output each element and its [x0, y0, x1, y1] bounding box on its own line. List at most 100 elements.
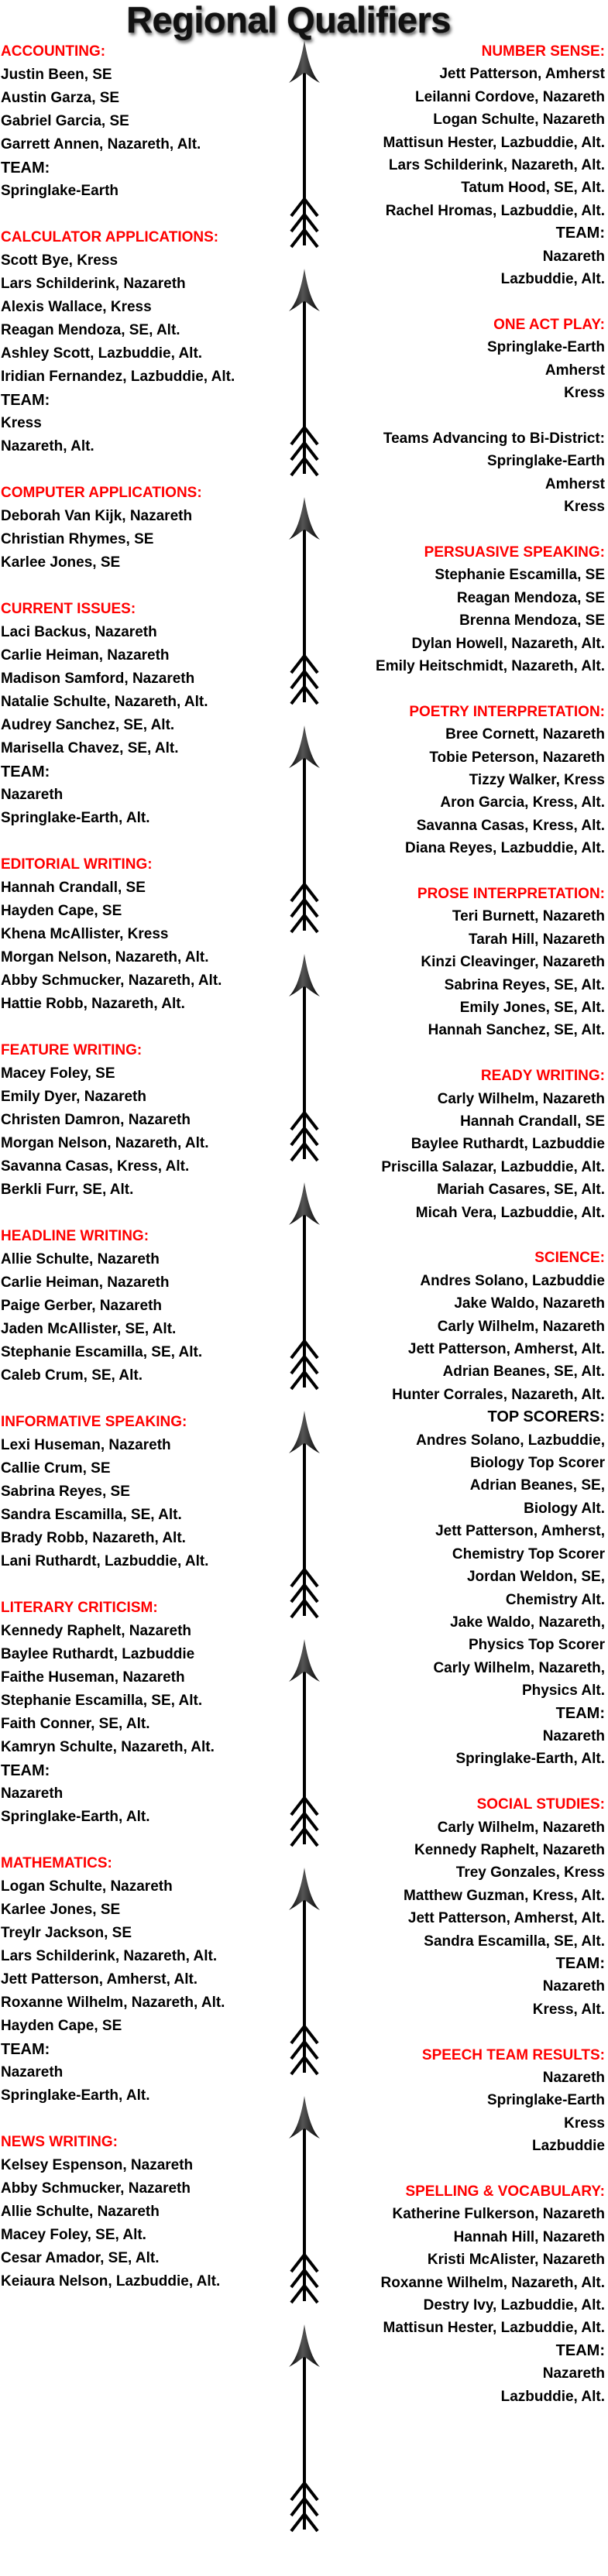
list-item: Mattisun Hester, Lazbuddie, Alt.	[383, 134, 605, 151]
fletching-icon	[290, 1353, 319, 1375]
list-item: Physics Top Scorer	[469, 1637, 605, 1654]
page-title: Regional Qualifiers	[126, 0, 451, 40]
list-item: Tatum Hood, SE, Alt.	[461, 180, 605, 197]
list-item: Savanna Casas, Kress, Alt.	[1, 1158, 190, 1175]
list-item: Kress	[564, 499, 605, 516]
list-item: Savanna Casas, Kress, Alt.	[416, 817, 605, 834]
section-heading: PROSE INTERPRETATION:	[417, 885, 605, 902]
section-headline-writing: HEADLINE WRITING:Allie Schulte, Nazareth…	[1, 1225, 307, 1387]
list-item: Gabriel Garcia, SE	[1, 113, 129, 129]
section-spelling-vocabulary: SPELLING & VOCABULARY:Katherine Fulkerso…	[295, 2180, 605, 2408]
list-item: Morgan Nelson, Nazareth, Alt.	[1, 949, 209, 966]
list-item: Springlake-Earth, Alt.	[455, 1751, 606, 1768]
list-item: Hannah Hill, Nazareth	[453, 2228, 605, 2245]
list-item: Hannah Crandall, SE	[1, 880, 146, 896]
list-item: Reagan Mendoza, SE, Alt.	[1, 322, 180, 338]
section-literary-criticism: LITERARY CRITICISM:Kennedy Raphelt, Naza…	[1, 1597, 307, 1829]
list-item: Khena McAllister, Kress	[1, 926, 169, 942]
list-item: Christen Damron, Nazareth	[1, 1112, 191, 1128]
section-heading: EDITORIAL WRITING:	[1, 856, 153, 873]
list-item: Nazareth	[1, 2064, 64, 2080]
list-item: Laci Backus, Nazareth	[1, 624, 157, 640]
list-item: Jett Patterson, Amherst	[439, 66, 605, 83]
list-item: Abby Schmucker, Nazareth, Alt.	[1, 972, 222, 989]
list-item: Deborah Van Kijk, Nazareth	[1, 508, 193, 524]
list-item: Macey Foley, SE	[1, 1065, 115, 1082]
subheading: TEAM:	[555, 225, 605, 242]
list-item: Springlake-Earth	[486, 339, 605, 356]
list-item: Diana Reyes, Lazbuddie, Alt.	[405, 840, 605, 857]
list-item: Faithe Huseman, Nazareth	[1, 1669, 185, 1686]
list-item: Lars Schilderink, Nazareth, Alt.	[388, 157, 605, 174]
list-item: Stephanie Escamilla, SE, Alt.	[1, 1344, 203, 1360]
list-item: Carly Wilhelm, Nazareth	[437, 1819, 605, 1836]
fletching-icon	[290, 455, 319, 477]
list-item: Madison Samford, Nazareth	[1, 671, 195, 687]
list-item: Bree Cornett, Nazareth	[445, 726, 605, 743]
list-item: Sabrina Reyes, SE	[1, 1484, 130, 1500]
fletching-icon	[290, 2039, 319, 2060]
subheading: TOP SCORERS:	[487, 1408, 605, 1426]
arrow-divider	[289, 40, 320, 2533]
list-item: Tarah Hill, Nazareth	[469, 931, 605, 948]
fletching-icon	[290, 684, 319, 705]
arrowhead-icon	[289, 40, 320, 83]
list-item: Kress	[564, 385, 605, 402]
list-item: Faith Conner, SE, Alt.	[1, 1716, 150, 1732]
subheading: TEAM:	[1, 2041, 50, 2058]
section-heading: CURRENT ISSUES:	[1, 601, 136, 617]
list-item: Teri Burnett, Nazareth	[452, 908, 605, 925]
list-item: Kennedy Raphelt, Nazareth	[1, 1623, 191, 1639]
list-item: Rachel Hromas, Lazbuddie, Alt.	[385, 202, 605, 219]
section-heading: MATHEMATICS:	[1, 1855, 112, 1871]
fletching-icon	[290, 211, 319, 233]
list-item: Audrey Sanchez, SE, Alt.	[1, 717, 175, 733]
list-item: Lazbuddie, Alt.	[500, 271, 605, 288]
arrowhead-icon	[289, 1868, 320, 1910]
arrow-icon	[289, 2324, 320, 2533]
list-item: Kamryn Schulte, Nazareth, Alt.	[1, 1739, 215, 1755]
list-item: Baylee Ruthardt, Lazbuddie	[410, 1136, 605, 1153]
list-item: Springlake-Earth	[486, 453, 605, 470]
list-item: Hannah Crandall, SE	[460, 1113, 605, 1130]
subheading: TEAM:	[555, 1955, 605, 1972]
list-item: Natalie Schulte, Nazareth, Alt.	[1, 694, 208, 710]
fletching-icon	[290, 1810, 319, 1832]
list-item: Karlee Jones, SE	[1, 1902, 121, 1918]
list-item: Berkli Furr, SE, Alt.	[1, 1182, 134, 1198]
list-item: Brenna Mendoza, SE	[459, 612, 605, 629]
section-heading: SCIENCE:	[534, 1250, 605, 1267]
list-item: Amherst	[544, 475, 605, 492]
fletching-icon	[290, 196, 319, 218]
list-item: Jake Waldo, Nazareth,	[450, 1614, 605, 1631]
list-item: Roxanne Wilhelm, Nazareth, Alt.	[1, 1995, 225, 2011]
arrow-icon	[289, 1868, 320, 2076]
section-heading: READY WRITING:	[480, 1068, 605, 1085]
section-heading: NEWS WRITING:	[1, 2134, 118, 2150]
list-item: Andres Solano, Lazbuddie	[420, 1272, 605, 1289]
list-item: Tizzy Walker, Kress	[469, 771, 605, 788]
list-item: Andres Solano, Lazbuddie,	[416, 1432, 605, 1449]
list-item: Nazareth	[542, 2365, 605, 2382]
list-item: Nazareth	[542, 1727, 605, 1744]
section-heading: ONE ACT PLAY:	[493, 316, 605, 333]
list-item: Ashley Scott, Lazbuddie, Alt.	[1, 345, 203, 362]
list-item: Carly Wilhelm, Nazareth,	[433, 1659, 605, 1676]
list-item: Nazareth	[1, 787, 64, 803]
arrowhead-icon	[289, 725, 320, 768]
fletching-icon	[290, 653, 319, 674]
list-item: Nazareth	[542, 1978, 605, 1995]
fletching-icon	[290, 1582, 319, 1604]
section-heading: NUMBER SENSE:	[481, 43, 605, 60]
list-item: Adrian Beanes, SE,	[469, 1477, 605, 1494]
list-item: Kress	[564, 2115, 605, 2132]
list-item: Springlake-Earth	[1, 183, 119, 199]
list-item: Priscilla Salazar, Lazbuddie, Alt.	[381, 1158, 605, 1175]
arrowhead-icon	[289, 497, 320, 540]
